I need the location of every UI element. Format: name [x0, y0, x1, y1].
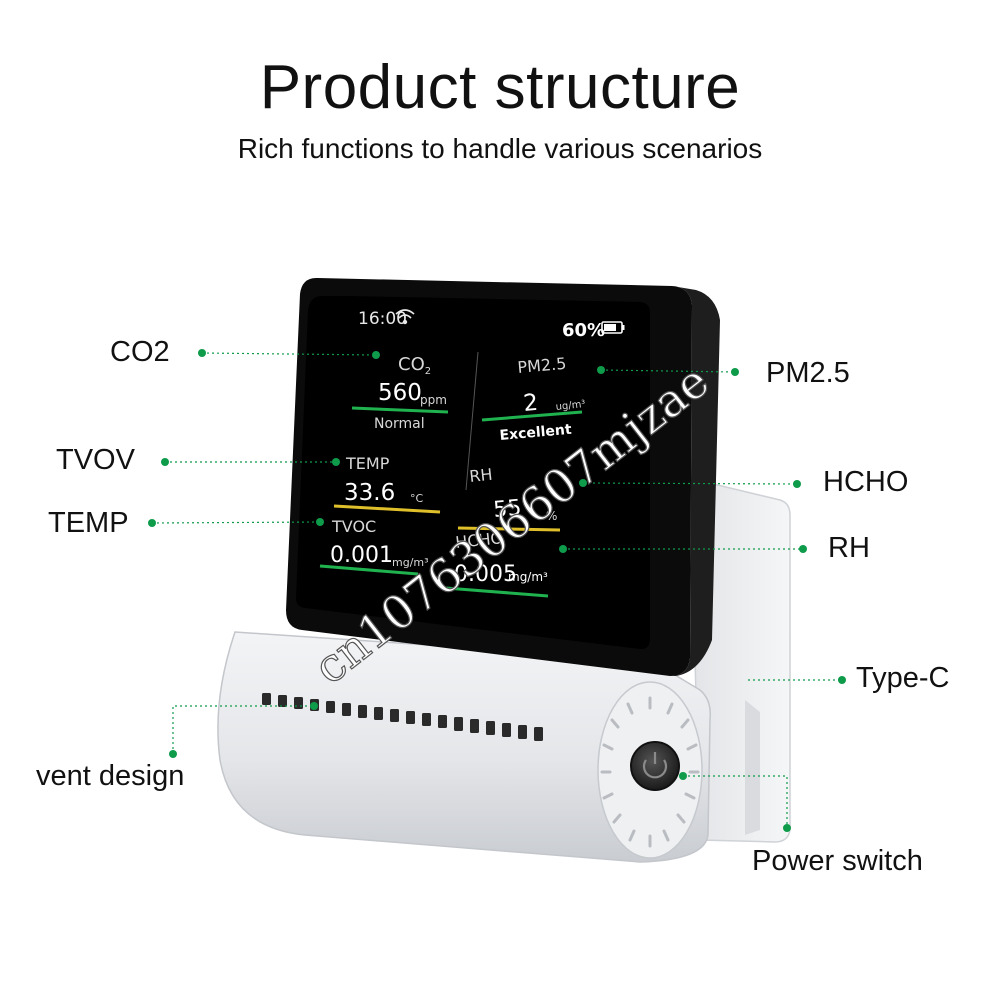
co2-value: 560	[378, 380, 422, 406]
tvoc-unit: mg/m³	[392, 556, 429, 569]
rh-value: 55	[492, 496, 522, 523]
device-back-housing	[689, 479, 791, 843]
temp-label: TEMP	[345, 454, 390, 473]
callout-dots	[148, 349, 846, 832]
svg-text:CO2: CO2	[398, 354, 431, 377]
screen-time: 16:00	[358, 309, 407, 329]
callout-rh: RH	[828, 532, 870, 564]
callout-tvov: TVOV	[56, 444, 135, 476]
pm25-unit: ug/m³	[555, 399, 586, 413]
hcho-value: 0.005	[454, 562, 517, 587]
rh-label: RH	[468, 465, 493, 486]
callout-vent-design: vent design	[36, 760, 185, 792]
page-title: Product structure	[259, 53, 741, 122]
pm25-label: PM2.5	[517, 354, 567, 377]
callout-co2: CO2	[110, 336, 170, 368]
callout-temp: TEMP	[48, 507, 129, 539]
co2-status: Normal	[374, 416, 425, 432]
callout-type-c: Type-C	[856, 662, 950, 694]
callout-hcho: HCHO	[823, 466, 909, 498]
temp-unit: °C	[410, 492, 424, 505]
callout-leaders	[151, 352, 842, 828]
hcho-unit: mg/m³	[508, 570, 548, 584]
co2-unit: ppm	[420, 393, 447, 407]
device-base-body	[217, 631, 712, 863]
tvoc-value: 0.001	[330, 543, 393, 568]
hcho-label: HCHO	[454, 528, 504, 552]
callout-power-switch: Power switch	[752, 845, 923, 877]
pm25-value: 2	[522, 390, 539, 417]
battery-icon	[601, 321, 625, 334]
battery-percentage: 60%	[562, 320, 605, 341]
pm25-status: Excellent	[499, 422, 573, 444]
end-cap-ticks	[600, 696, 700, 848]
callout-pm25: PM2.5	[766, 357, 850, 389]
co2-label: CO	[398, 354, 425, 375]
wifi-icon	[395, 309, 415, 325]
page-subtitle: Rich functions to handle various scenari…	[237, 133, 763, 164]
screen-content: 16:00 60% CO2 560 ppm Normal PM2.5 2 ug/…	[319, 309, 625, 598]
temp-value: 33.6	[344, 480, 395, 506]
device-screen	[296, 296, 650, 650]
power-button	[630, 741, 680, 791]
tvoc-label: TVOC	[331, 517, 376, 536]
rh-unit: %	[546, 509, 557, 523]
